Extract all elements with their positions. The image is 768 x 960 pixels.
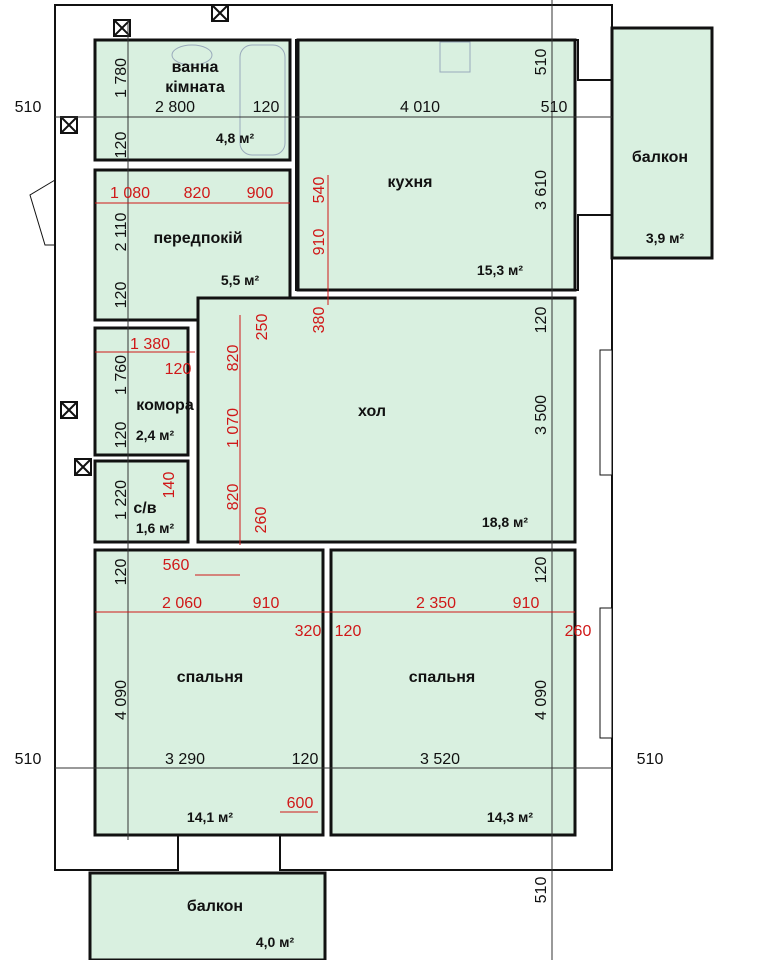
dimension-label: 1 080 xyxy=(110,185,150,202)
dimension-lines xyxy=(55,0,612,960)
room-name: кімната xyxy=(165,79,225,96)
room-area: 4,8 м² xyxy=(216,130,255,146)
dimension-label: 120 xyxy=(113,559,130,586)
dimension-label: 140 xyxy=(161,472,178,499)
dimension-label: 3 290 xyxy=(165,751,205,768)
room-area: 14,1 м² xyxy=(187,809,233,825)
dimension-label: 120 xyxy=(165,361,192,378)
dimension-label: 120 xyxy=(335,623,362,640)
dimension-label: 510 xyxy=(15,751,42,768)
room-area: 14,3 м² xyxy=(487,809,533,825)
dimension-label: 910 xyxy=(513,595,540,612)
dimension-label: 510 xyxy=(541,99,568,116)
dimension-label: 2 060 xyxy=(162,595,202,612)
room-name: кухня xyxy=(388,174,433,191)
dimension-label: 250 xyxy=(254,314,271,341)
room-area: 15,3 м² xyxy=(477,262,523,278)
vent-icon xyxy=(60,4,229,476)
dimension-label: 510 xyxy=(533,49,550,76)
dimension-label: 1 070 xyxy=(225,408,242,448)
dimension-label: 320 xyxy=(295,623,322,640)
room-wc xyxy=(93,459,190,544)
dimensions-black: 510 1 780 2 800 120 4 010 510 510 120 2 … xyxy=(15,49,664,904)
room-balcony-top xyxy=(610,26,714,260)
dimension-label: 820 xyxy=(225,484,242,511)
dimension-label: 120 xyxy=(113,132,130,159)
dimension-label: 560 xyxy=(163,557,190,574)
dimension-label: 4 090 xyxy=(533,680,550,720)
dimension-label: 1 780 xyxy=(113,58,130,98)
dimension-label: 3 520 xyxy=(420,751,460,768)
dimension-label: 820 xyxy=(225,345,242,372)
room-name: балкон xyxy=(187,898,243,915)
dimension-label: 260 xyxy=(253,507,270,534)
room-area: 4,0 м² xyxy=(256,934,295,950)
dimension-label: 510 xyxy=(15,99,42,116)
room-name: хол xyxy=(358,403,386,420)
dimension-label: 120 xyxy=(253,99,280,116)
dimension-label: 120 xyxy=(292,751,319,768)
red-dimension-lines xyxy=(95,175,575,813)
dimension-label: 2 800 xyxy=(155,99,195,116)
dimension-label: 4 090 xyxy=(113,680,130,720)
bathtub-icon xyxy=(239,44,286,156)
dimension-label: 1 760 xyxy=(113,355,130,395)
room-area: 2,4 м² xyxy=(136,427,175,443)
room-area: 1,6 м² xyxy=(136,520,175,536)
room-balcony-bottom xyxy=(88,871,327,960)
dimension-label: 3 610 xyxy=(533,170,550,210)
dimension-label: 120 xyxy=(113,282,130,309)
entrance-door[interactable] xyxy=(29,179,56,246)
dimension-label: 540 xyxy=(311,177,328,204)
sink-icon xyxy=(171,44,213,66)
room-name: с/в xyxy=(133,500,156,517)
room-hall xyxy=(196,296,577,544)
window xyxy=(599,607,613,739)
dimension-label: 510 xyxy=(637,751,664,768)
dimension-label: 600 xyxy=(287,795,314,812)
room-storage xyxy=(93,326,190,457)
room-name: комора xyxy=(136,397,194,414)
dimension-label: 3 500 xyxy=(533,395,550,435)
dimension-label: 900 xyxy=(247,185,274,202)
room-area: 18,8 м² xyxy=(482,514,528,530)
dimension-label: 120 xyxy=(113,422,130,449)
room-area: 5,5 м² xyxy=(221,272,260,288)
room-bedroom-right xyxy=(329,548,577,837)
dimension-label: 910 xyxy=(311,229,328,256)
dimension-label: 510 xyxy=(533,877,550,904)
dimensions-red: 1 080 820 900 540 910 380 250 1 380 120 … xyxy=(110,177,591,812)
stove-icon xyxy=(439,41,471,73)
room-kitchen xyxy=(296,38,577,292)
room-name: балкон xyxy=(632,149,688,166)
dimension-label: 1 220 xyxy=(113,480,130,520)
room-name: спальня xyxy=(409,669,475,686)
dimension-label: 910 xyxy=(253,595,280,612)
dimension-label: 120 xyxy=(533,307,550,334)
dimension-label: 2 110 xyxy=(113,212,130,251)
room-area: 3,9 м² xyxy=(646,230,685,246)
dimension-label: 2 350 xyxy=(416,595,456,612)
dimension-label: 4 010 xyxy=(400,99,440,116)
dimension-label: 380 xyxy=(311,307,328,334)
room-bedroom-left xyxy=(93,548,325,837)
dimension-label: 260 xyxy=(565,623,592,640)
room-name: передпокій xyxy=(153,230,242,247)
window xyxy=(599,349,613,476)
dimension-label: 1 380 xyxy=(130,336,170,353)
room-name: спальня xyxy=(177,669,243,686)
dimension-label: 820 xyxy=(184,185,211,202)
room-name: ванна xyxy=(172,59,219,76)
dimension-label: 120 xyxy=(533,557,550,584)
